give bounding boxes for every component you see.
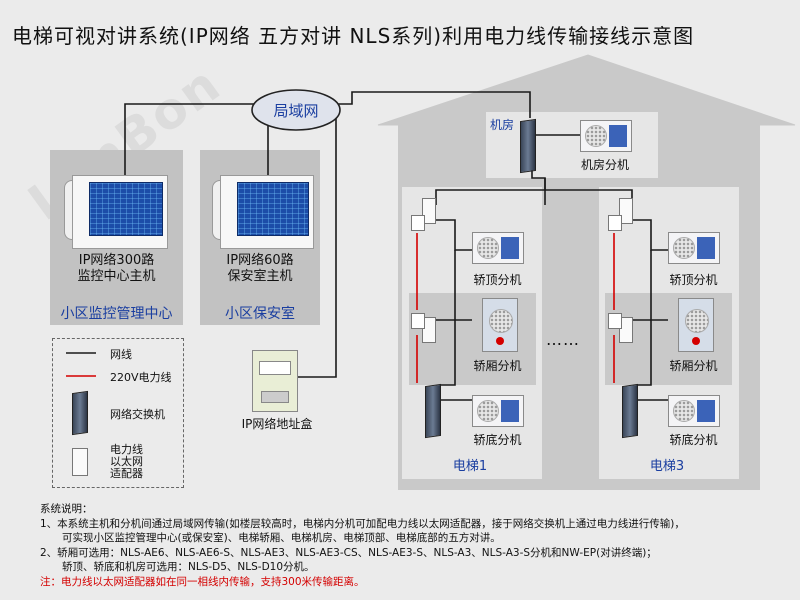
address-box-label: IP网络地址盒 bbox=[241, 417, 313, 431]
legend-adapter-icon bbox=[72, 448, 88, 476]
power-socket-icon bbox=[608, 313, 622, 329]
screen-icon bbox=[89, 182, 163, 236]
monitor-center-host-label-1: IP网络300路 bbox=[78, 253, 155, 268]
car-bottom-extension-icon bbox=[668, 395, 720, 427]
power-line-adapter-icon bbox=[422, 198, 436, 224]
legend-adapter-label: 电力线 以太网 适配器 bbox=[110, 444, 143, 480]
legend-adapter-label-1: 电力线 bbox=[110, 443, 143, 456]
elevator-1-car-top-label: 轿顶分机 bbox=[473, 273, 522, 287]
elevator-3-car-bottom-label: 轿底分机 bbox=[669, 433, 718, 447]
car-inside-extension-icon bbox=[678, 298, 714, 352]
elevator-1-car-inside-label: 轿厢分机 bbox=[473, 359, 522, 373]
machine-room-label: 机房 bbox=[490, 118, 515, 132]
network-switch-icon bbox=[425, 383, 441, 439]
notes-line-3: 2、轿厢可选用：NLS-AE6、NLS-AE6-S、NLS-AE3、NLS-AE… bbox=[40, 546, 657, 559]
monitor-center-host-icon bbox=[72, 175, 168, 249]
notes-line-2: 可实现小区监控管理中心(或保安室)、电梯轿厢、电梯机房、电梯顶部、电梯底部的五方… bbox=[62, 532, 501, 544]
notes-line-1: 1、本系统主机和分机间通过局域网传输(如楼层较高时，电梯内分机可加配电力线以太网… bbox=[40, 517, 685, 530]
notes-heading: 系统说明： bbox=[40, 503, 93, 515]
elevator-3-car-top-label: 轿顶分机 bbox=[669, 273, 718, 287]
network-switch-icon bbox=[622, 383, 638, 439]
legend-box bbox=[52, 338, 184, 488]
power-socket-icon bbox=[608, 215, 622, 231]
legend-network-line-label: 网线 bbox=[110, 348, 132, 361]
lan-label: 局域网 bbox=[273, 102, 319, 120]
security-host-label-1: IP网络60路 bbox=[226, 253, 294, 268]
car-inside-extension-icon bbox=[482, 298, 518, 352]
elevator-1-label: 电梯1 bbox=[452, 459, 488, 474]
power-socket-icon bbox=[411, 313, 425, 329]
legend-switch-label: 网络交换机 bbox=[110, 408, 165, 421]
monitor-center-host-label-2: 监控中心主机 bbox=[77, 269, 156, 284]
security-host-label-2: 保安室主机 bbox=[227, 269, 293, 284]
security-room-host-icon bbox=[220, 175, 314, 249]
power-line-adapter-icon bbox=[619, 317, 633, 343]
notes-line-4: 轿顶、轿底和机房可选用：NLS-D5、NLS-D10分机。 bbox=[62, 561, 315, 573]
lan-cloud bbox=[251, 89, 341, 131]
elevator-3-label: 电梯3 bbox=[649, 459, 685, 474]
elevator-3-car-inside-label: 轿厢分机 bbox=[669, 359, 718, 373]
screen-icon bbox=[237, 182, 309, 236]
legend-power-line-label: 220V电力线 bbox=[110, 371, 172, 384]
intercom-extension-icon bbox=[580, 120, 632, 152]
car-top-extension-icon bbox=[472, 232, 524, 264]
ellipsis: …… bbox=[546, 330, 580, 349]
car-top-extension-icon bbox=[668, 232, 720, 264]
notes-warning: 注：电力线以太网适配器如在同一相线内传输，支持300米传输距离。 bbox=[40, 575, 365, 588]
power-line-adapter-icon bbox=[422, 317, 436, 343]
legend-adapter-label-2: 以太网 bbox=[110, 455, 143, 468]
car-bottom-extension-icon bbox=[472, 395, 524, 427]
network-switch-icon bbox=[520, 118, 536, 174]
monitor-center-label: 小区监控管理中心 bbox=[60, 306, 173, 322]
security-room-label: 小区保安室 bbox=[225, 306, 295, 322]
power-line-adapter-icon bbox=[619, 198, 633, 224]
legend-switch-icon bbox=[72, 390, 88, 436]
diagram-title: 电梯可视对讲系统(IP网络 五方对讲 NLS系列)利用电力线传输接线示意图 bbox=[12, 24, 695, 48]
elevator-1-car-bottom-label: 轿底分机 bbox=[473, 433, 522, 447]
ip-address-box-icon bbox=[252, 350, 298, 412]
system-notes: 系统说明： 1、本系统主机和分机间通过局域网传输(如楼层较高时，电梯内分机可加配… bbox=[40, 502, 790, 589]
power-socket-icon bbox=[411, 215, 425, 231]
legend-adapter-label-3: 适配器 bbox=[110, 467, 143, 480]
machine-room-extension-label: 机房分机 bbox=[580, 158, 629, 172]
